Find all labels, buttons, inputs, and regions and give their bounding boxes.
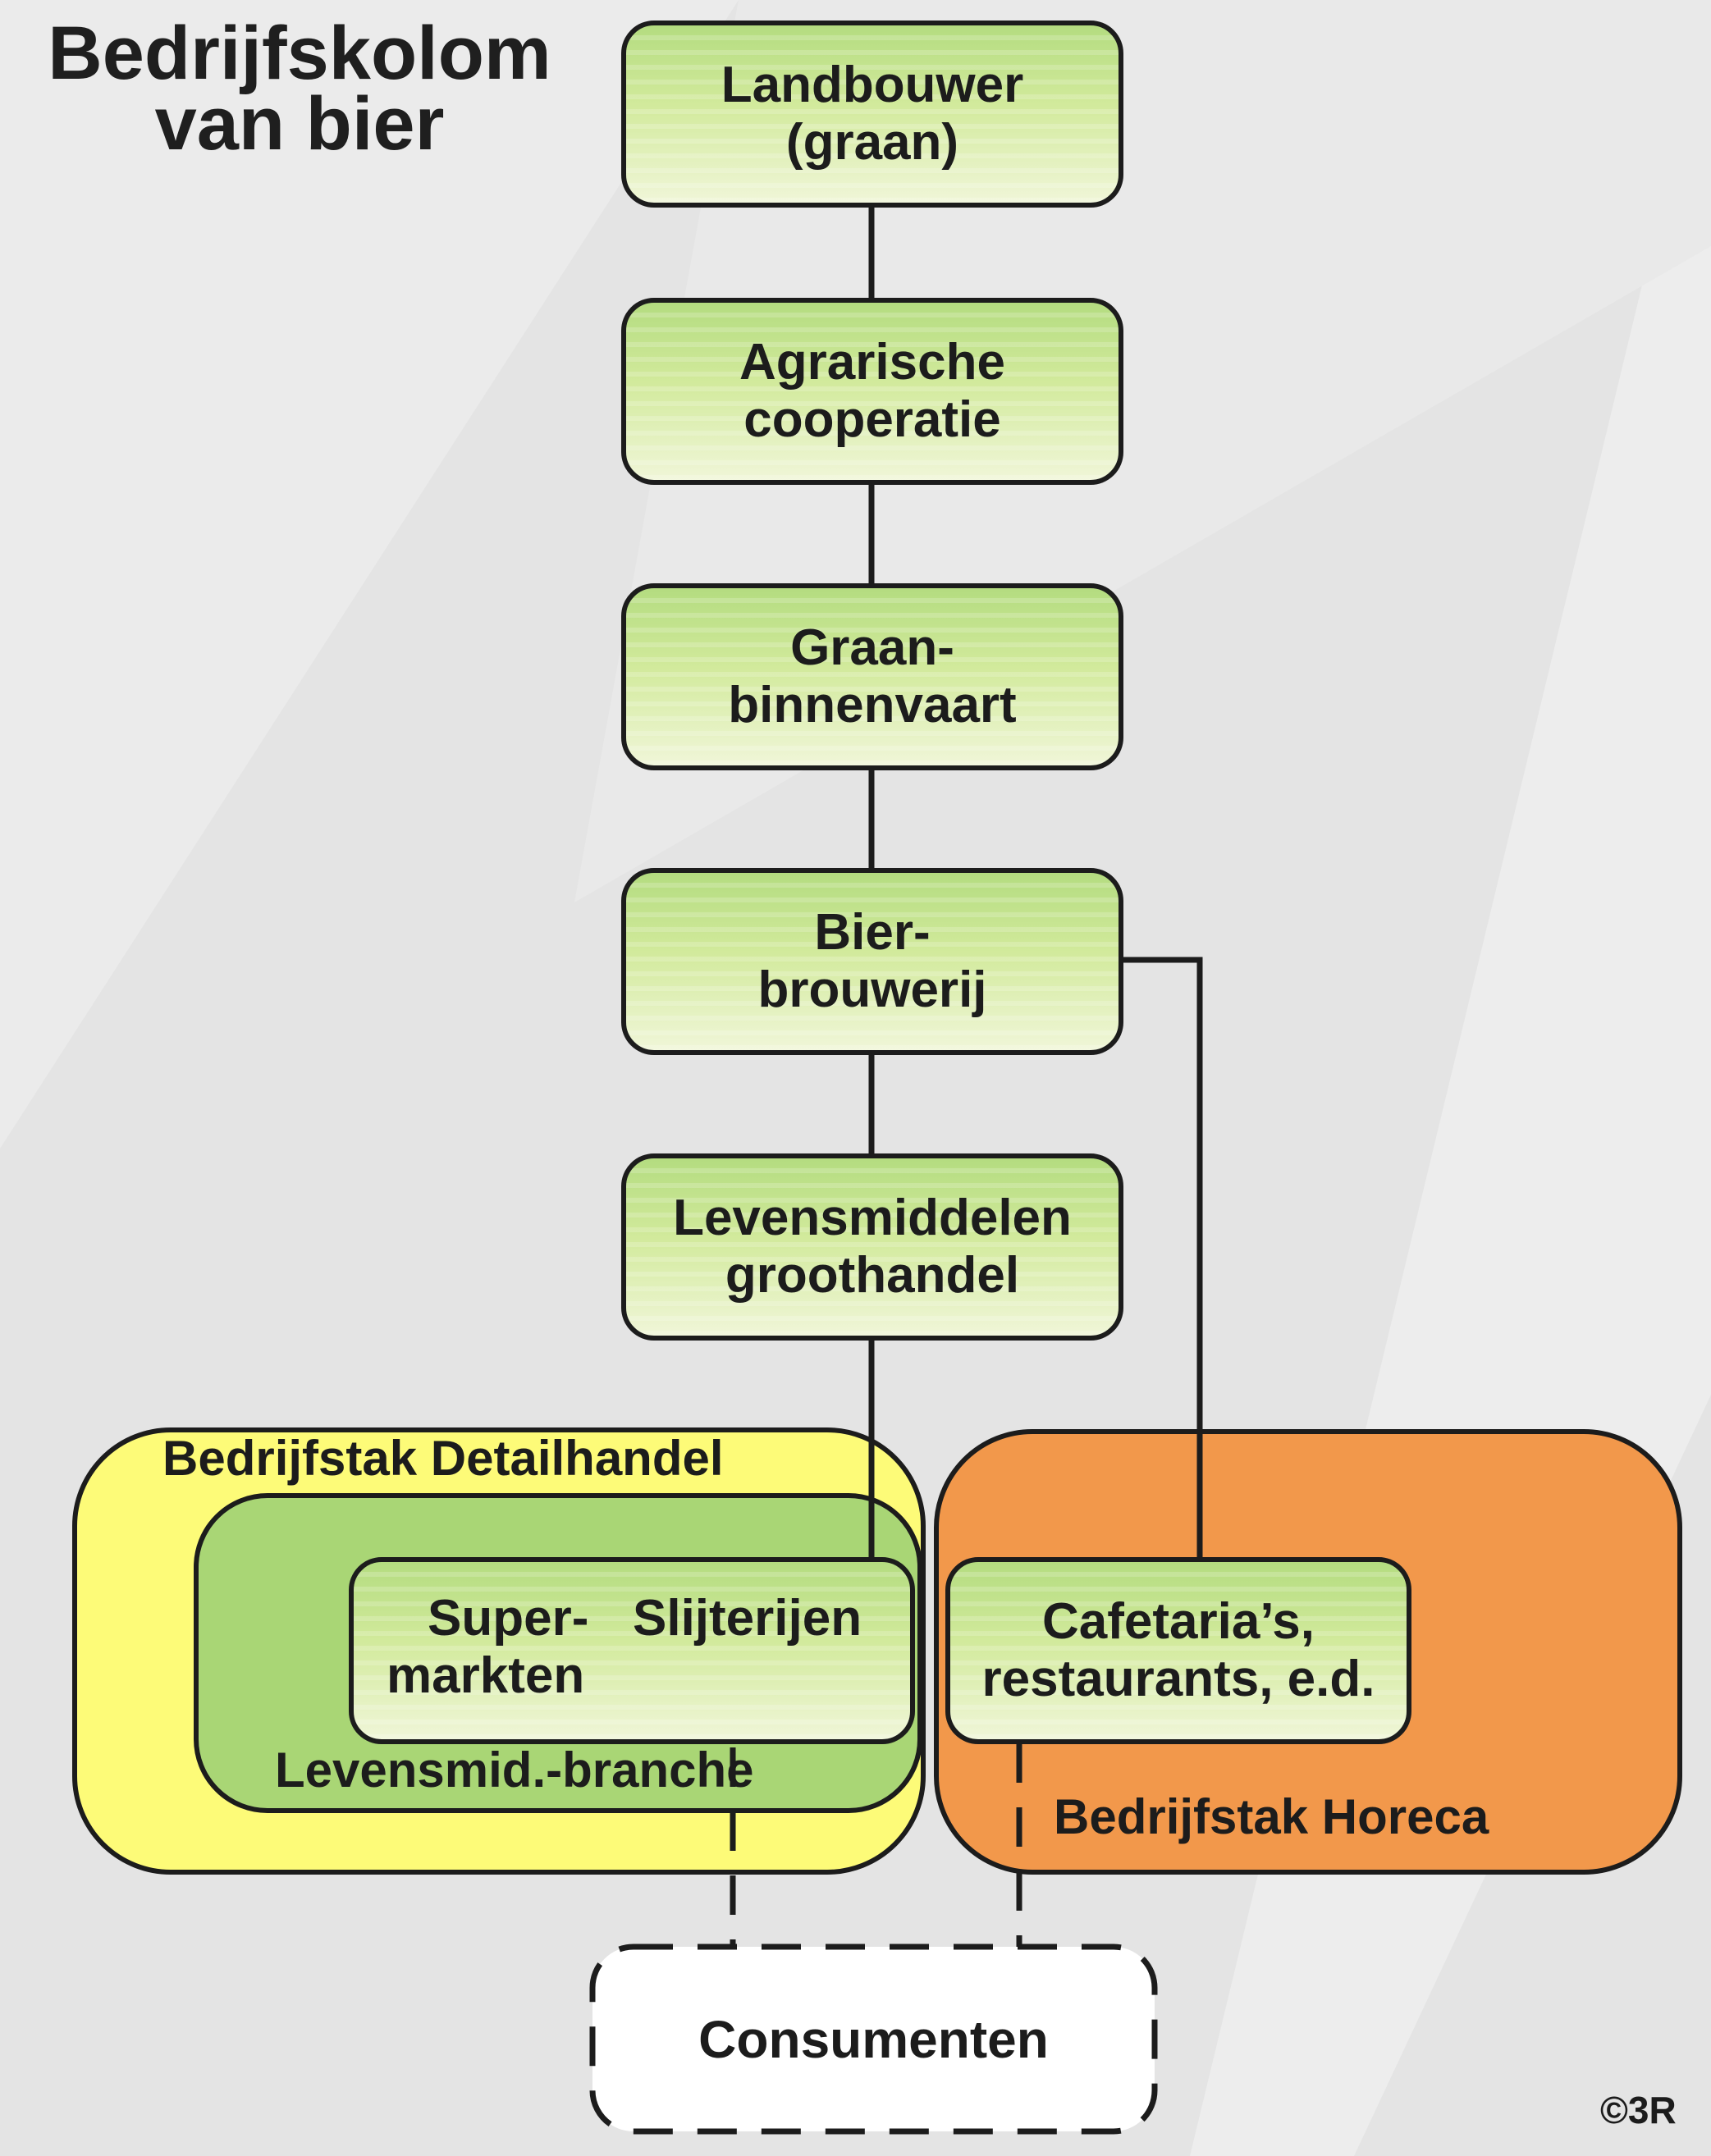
box-graan-binnenvaart: Graan- binnenvaart: [621, 583, 1123, 770]
groothandel-line-1: Levensmiddelen: [673, 1190, 1072, 1246]
supermarkten-line-2: markten: [387, 1647, 585, 1704]
binnenvaart-line-1: Graan-: [790, 619, 954, 676]
cafetaria-line-2: restaurants, e.d.: [981, 1651, 1375, 1707]
cooperatie-line-2: cooperatie: [743, 391, 1001, 448]
detailhandel-label: Bedrijfstak Detailhandel: [162, 1431, 724, 1486]
brouwerij-line-2: brouwerij: [757, 962, 987, 1018]
groothandel-line-2: groothandel: [725, 1247, 1020, 1304]
landbouwer-line-2: (graan): [785, 114, 959, 171]
box-supermarkten-slijterijen: Super- markten Slijterijen: [349, 1557, 915, 1744]
copyright-mark: ©3R: [1600, 2089, 1677, 2131]
cooperatie-line-1: Agrarische: [739, 334, 1005, 391]
levensmiddelen-branche-label: Levensmid.-branche: [275, 1743, 754, 1797]
binnenvaart-line-2: binnenvaart: [728, 677, 1017, 733]
box-bierbrouwerij: Bier- brouwerij: [621, 868, 1123, 1055]
box-cafetaria-restaurants: Cafetaria’s, restaurants, e.d.: [945, 1557, 1411, 1744]
brouwerij-line-1: Bier-: [814, 904, 931, 961]
consumenten-label: Consumenten: [698, 2009, 1049, 2069]
title-line-2: van bier: [154, 82, 445, 166]
box-consumenten: Consumenten: [592, 1947, 1155, 2131]
supermarkten-line-1: Super-: [428, 1590, 589, 1647]
diagram-title: Bedrijfskolom van bier: [21, 11, 579, 166]
horeca-label: Bedrijfstak Horeca: [1054, 1789, 1489, 1844]
box-levensmiddelen-groothandel: Levensmiddelen groothandel: [621, 1153, 1123, 1341]
title-line-1: Bedrijfskolom: [48, 11, 551, 95]
slijterijen-label: Slijterijen: [633, 1590, 862, 1647]
box-landbouwer: Landbouwer (graan): [621, 21, 1123, 208]
landbouwer-line-1: Landbouwer: [721, 57, 1024, 113]
box-agrarische-cooperatie: Agrarische cooperatie: [621, 298, 1123, 485]
connector-brouwerij-horeca: [1122, 957, 1203, 1559]
cafetaria-line-1: Cafetaria’s,: [1042, 1593, 1315, 1650]
